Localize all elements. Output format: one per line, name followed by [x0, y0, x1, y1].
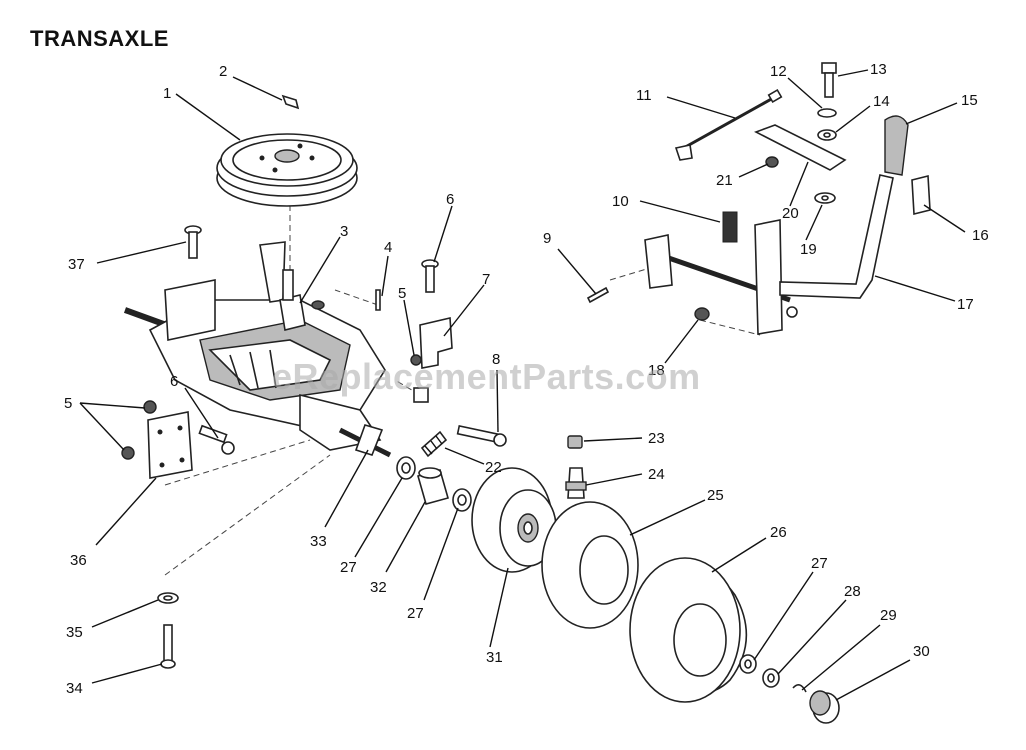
spacer-part — [417, 467, 449, 505]
callout-31: 31 — [486, 649, 503, 666]
callout-30: 30 — [913, 643, 930, 660]
washer-part-19 — [814, 192, 836, 204]
callout-26: 26 — [770, 524, 787, 541]
valve-stem-part — [565, 467, 587, 499]
callout-20: 20 — [782, 205, 799, 222]
cross-shaft-assembly — [644, 219, 798, 335]
callout-13: 13 — [870, 61, 887, 78]
washer-part-35 — [157, 592, 179, 604]
diagram-title: TRANSAXLE — [30, 26, 169, 51]
callout-27-a: 27 — [340, 559, 357, 576]
nut-part-21 — [765, 156, 779, 168]
valve-cap-part — [567, 435, 583, 449]
callout-7: 7 — [482, 271, 490, 288]
pin-part — [375, 289, 381, 311]
callout-35: 35 — [66, 624, 83, 641]
callout-15: 15 — [961, 92, 978, 109]
washer-part-27a — [396, 456, 416, 480]
cotter-pin-part — [586, 286, 610, 304]
washer-part-28 — [762, 668, 780, 688]
control-rod-part — [674, 88, 783, 161]
callout-19: 19 — [800, 241, 817, 258]
clip-part-29 — [792, 684, 807, 693]
callout-5-upper: 5 — [398, 285, 406, 302]
axle-key-part — [354, 424, 384, 456]
callout-leader-lines — [79, 69, 966, 701]
callout-2: 2 — [219, 63, 227, 80]
tire-tube-part — [541, 501, 639, 629]
callout-11: 11 — [636, 87, 652, 104]
callout-34: 34 — [66, 680, 83, 697]
mount-bracket-part — [147, 411, 193, 479]
callout-28: 28 — [844, 583, 861, 600]
callout-32: 32 — [370, 579, 387, 596]
callout-9: 9 — [543, 230, 551, 247]
callout-6-upper: 6 — [446, 191, 454, 208]
bolt-part-8 — [456, 424, 507, 447]
plate-part — [413, 387, 429, 403]
washer-part-27c — [739, 654, 757, 674]
callout-27-b: 27 — [407, 605, 424, 622]
callout-4: 4 — [384, 239, 392, 256]
input-shaft-part — [282, 269, 294, 301]
bolt-part-upper — [421, 259, 439, 293]
callout-8: 8 — [492, 351, 500, 368]
hub-cap-part-30 — [809, 690, 840, 724]
callout-24: 24 — [648, 466, 665, 483]
spring-part-22 — [420, 430, 448, 458]
bolt-part-left — [198, 424, 235, 455]
callout-3: 3 — [340, 223, 348, 240]
callout-12: 12 — [770, 63, 787, 80]
tab-part-16 — [911, 174, 931, 216]
callout-labels: 1 2 3 4 5 5 6 6 7 8 9 10 11 12 13 14 15 … — [64, 61, 989, 697]
callout-16: 16 — [972, 227, 989, 244]
bolt-part-13 — [821, 62, 837, 98]
pulley-part — [216, 133, 358, 207]
washer-part-27b — [452, 488, 472, 512]
bracket-part — [419, 317, 453, 369]
bolt-part-34 — [160, 624, 176, 669]
callout-37: 37 — [68, 256, 85, 273]
callout-27-c: 27 — [811, 555, 828, 572]
spring-part-10 — [722, 211, 738, 243]
tire-part — [629, 557, 748, 703]
nut-part-left — [121, 400, 157, 460]
callout-22: 22 — [485, 459, 502, 476]
callout-1: 1 — [163, 85, 171, 102]
callout-33: 33 — [310, 533, 327, 550]
callout-10: 10 — [612, 193, 629, 210]
bolt-part-37 — [184, 225, 202, 259]
watermark-text: eReplacementParts.com — [272, 356, 701, 397]
callout-21: 21 — [716, 172, 733, 189]
callout-6-left: 6 — [170, 373, 178, 390]
callout-17: 17 — [957, 296, 974, 313]
pedal-arm-part — [779, 174, 894, 299]
callout-5-left: 5 — [64, 395, 72, 412]
nut-part-18 — [694, 307, 710, 321]
transaxle-housing — [123, 241, 392, 458]
callout-14: 14 — [873, 93, 890, 110]
callout-36: 36 — [70, 552, 87, 569]
link-plate-part — [754, 124, 847, 171]
pedal-pad-part — [884, 115, 909, 176]
callout-23: 23 — [648, 430, 665, 447]
key-part — [281, 94, 300, 110]
wheel-rim-part — [471, 467, 557, 573]
callout-25: 25 — [707, 487, 724, 504]
callout-29: 29 — [880, 607, 897, 624]
callout-18: 18 — [648, 362, 665, 379]
washer-part-12 — [817, 108, 837, 118]
washer-part-14 — [817, 129, 837, 141]
